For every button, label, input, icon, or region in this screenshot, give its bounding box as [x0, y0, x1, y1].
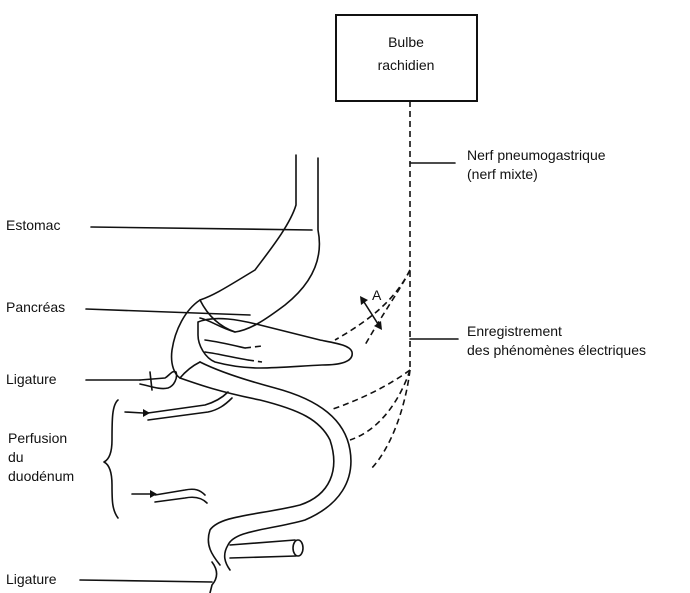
- pancreas-leader: [86, 309, 250, 315]
- recording-label-line1: Enregistrement: [467, 323, 562, 339]
- pancreatic-duct-2: [205, 352, 248, 360]
- pancreatic-duct-1: [205, 340, 245, 348]
- vagus-nerve: [330, 101, 410, 470]
- stomach-label: Estomac: [6, 217, 60, 233]
- box-label-line2: rachidien: [378, 57, 435, 73]
- pancreas-label: Pancréas: [6, 299, 65, 315]
- perfusion-label-line3: duodénum: [8, 468, 74, 484]
- stomach-leader: [91, 227, 312, 230]
- perfusion-tubes: [125, 392, 232, 503]
- nerve-branch-stomach: [335, 270, 410, 340]
- leader-lines: [80, 163, 458, 582]
- stomach: [172, 155, 320, 378]
- perfusion-label-line2: du: [8, 449, 24, 465]
- perfusion-arrow-1: [125, 412, 143, 413]
- recording-site-a: A: [360, 287, 382, 330]
- ligature-top-label: Ligature: [6, 371, 57, 387]
- ligature-bottom-mark: [210, 562, 217, 593]
- duodenum: [180, 362, 351, 570]
- nerve-label-line2: (nerf mixte): [467, 166, 538, 182]
- nerve-branch-duodenum-2: [350, 370, 410, 440]
- nerve-label-line1: Nerf pneumogastrique: [467, 147, 606, 163]
- ligature-bottom-leader: [80, 580, 212, 582]
- recording-label-line2: des phénomènes électriques: [467, 342, 646, 358]
- ligature-bottom-label: Ligature: [6, 571, 57, 587]
- ligature-top-mark: [140, 372, 177, 390]
- bulbe-rachidien-box: Bulbe rachidien: [336, 15, 477, 101]
- perfusion-bracket: [104, 400, 118, 518]
- duodenum-exit: [230, 540, 303, 558]
- marker-a-label: A: [372, 287, 382, 303]
- perfusion-label-line1: Perfusion: [8, 430, 67, 446]
- box-label-line1: Bulbe: [388, 34, 424, 50]
- nerve-branch-duodenum-3: [370, 370, 410, 470]
- nerve-branch-duodenum-1: [330, 370, 410, 410]
